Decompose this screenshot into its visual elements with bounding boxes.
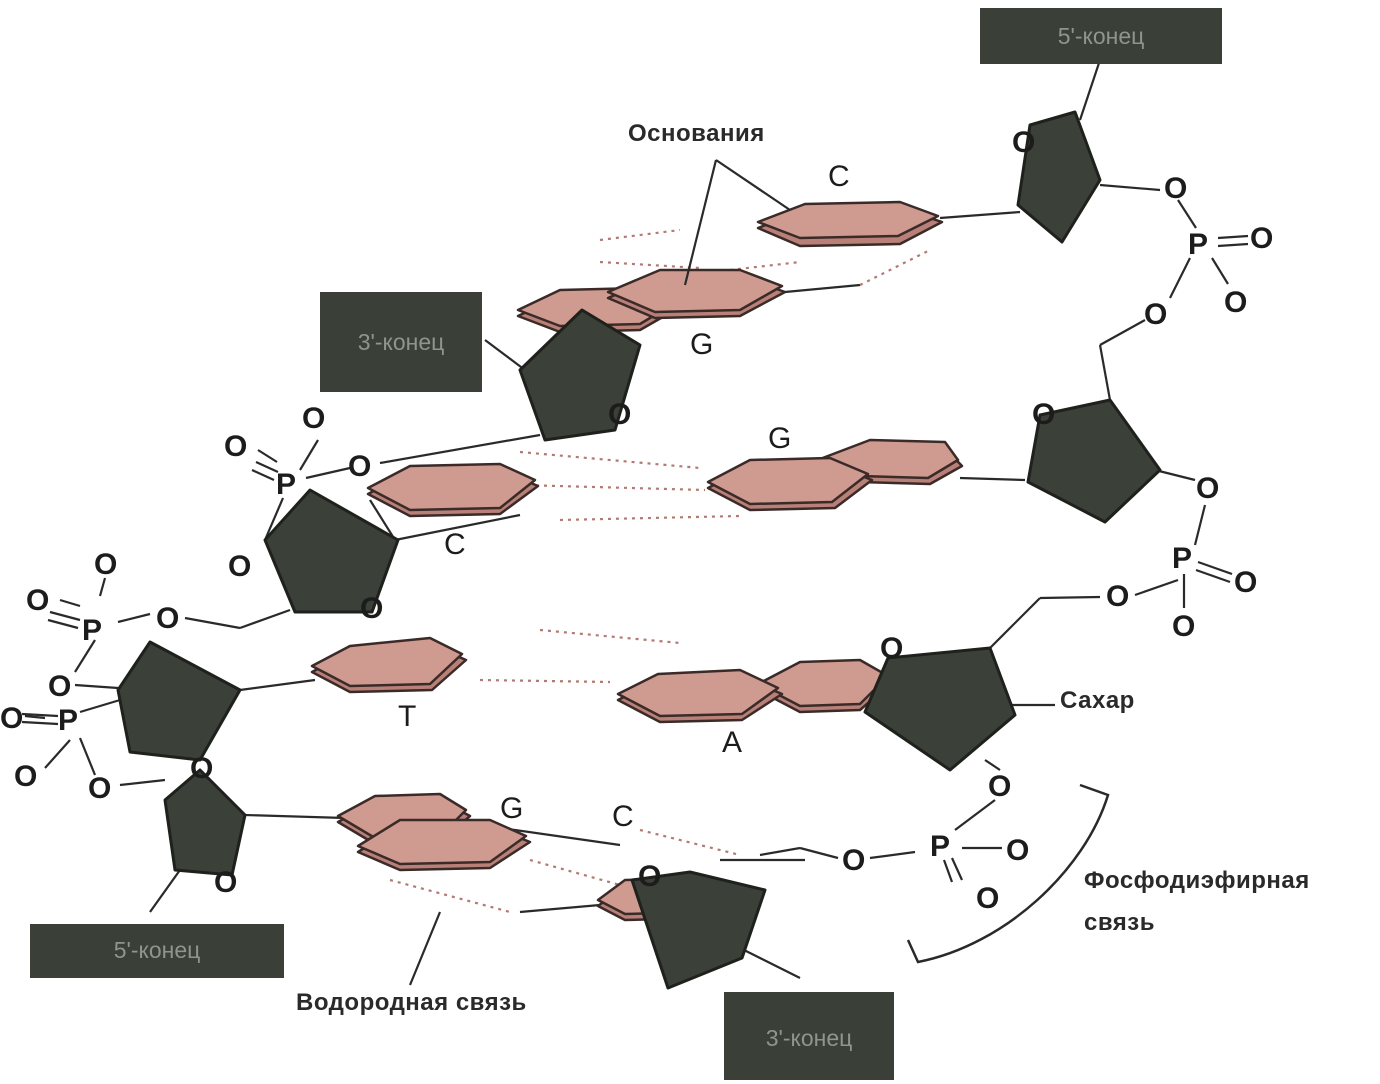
label-sugar: Сахар — [1060, 687, 1135, 714]
end-box-top-right: 5'-конец — [980, 8, 1222, 64]
oxygen-atom: O — [1224, 286, 1247, 319]
oxygen-atom: O — [88, 772, 111, 805]
hydrogen-bond-pair-3 — [480, 630, 680, 682]
oxygen-atom: O — [228, 550, 251, 583]
label-phosphodiester-line2: связь — [1084, 909, 1155, 936]
base-letter-g-bottom: G — [500, 792, 523, 825]
sugar-left-4 — [165, 770, 245, 875]
oxygen-atom: O — [1234, 566, 1257, 599]
oxygen-atom: O — [224, 430, 247, 463]
base-letter-g-top: G — [690, 328, 713, 361]
oxygen-atom: O — [360, 592, 383, 625]
base-letter-a: A — [722, 726, 742, 759]
phosphorus-atom: P — [58, 704, 78, 737]
oxygen-atom: O — [94, 548, 117, 581]
base-letter-t: T — [398, 700, 416, 733]
oxygen-atom: O — [842, 844, 865, 877]
base-g-middle — [708, 440, 962, 510]
base-letter-c-top: C — [828, 160, 850, 193]
base-letter-c-bottom: C — [612, 800, 634, 833]
oxygen-atom: O — [638, 860, 661, 893]
sugar-right-3 — [865, 648, 1015, 770]
oxygen-atom: O — [1144, 298, 1167, 331]
base-g-top — [518, 270, 785, 332]
sugar-left-3 — [118, 642, 240, 760]
base-letter-c-middle: C — [444, 528, 466, 561]
oxygen-atom: O — [214, 866, 237, 899]
oxygen-atom: O — [190, 752, 213, 785]
phosphorus-atom: P — [82, 614, 102, 647]
oxygen-atom: O — [302, 402, 325, 435]
end-label-upper-left: 3'-конец — [358, 329, 445, 355]
label-bases: Основания — [628, 120, 765, 147]
oxygen-atom: O — [348, 450, 371, 483]
oxygen-atom: O — [1164, 172, 1187, 205]
base-c-middle — [368, 464, 538, 516]
phosphorus-atom: P — [930, 830, 950, 863]
phosphorus-atom: P — [276, 468, 296, 501]
base-c-top — [758, 202, 942, 246]
base-t — [312, 638, 466, 692]
oxygen-atom: O — [988, 770, 1011, 803]
hydrogen-bond-pair-2 — [520, 452, 740, 520]
oxygen-atom: O — [1012, 126, 1035, 159]
end-box-upper-left: 3'-конец — [320, 292, 482, 392]
end-label-bottom-center: 3'-конец — [766, 1025, 853, 1051]
oxygen-atom: O — [14, 760, 37, 793]
oxygen-atom: O — [880, 632, 903, 665]
end-label-top-right: 5'-конец — [1058, 23, 1145, 49]
oxygen-atom: O — [1032, 398, 1055, 431]
oxygen-atom: O — [1172, 610, 1195, 643]
phosphorus-atom: P — [1172, 542, 1192, 575]
oxygen-atom: O — [26, 584, 49, 617]
end-box-bottom-center: 3'-конец — [724, 992, 894, 1080]
oxygen-atom: O — [156, 602, 179, 635]
oxygen-atom: O — [1196, 472, 1219, 505]
phosphorus-atom: P — [1188, 228, 1208, 261]
oxygen-atom: O — [1106, 580, 1129, 613]
label-hydrogen-bond: Водородная связь — [296, 989, 527, 1016]
base-letter-g-middle: G — [768, 422, 791, 455]
oxygen-atom: O — [0, 702, 23, 735]
sugars — [118, 112, 1160, 988]
base-a — [618, 660, 892, 722]
oxygen-atom: O — [1250, 222, 1273, 255]
labels: Основания Сахар Водородная связь Фосфоди… — [296, 120, 1310, 1016]
label-phosphodiester-line1: Фосфодиэфирная — [1084, 867, 1310, 894]
oxygen-atom: O — [1006, 834, 1029, 867]
end-box-bottom-left: 5'-конец — [30, 924, 284, 978]
oxygen-atom: O — [976, 882, 999, 915]
oxygen-atom: O — [48, 670, 71, 703]
oxygen-atom: O — [608, 398, 631, 431]
end-label-bottom-left: 5'-конец — [114, 937, 201, 963]
